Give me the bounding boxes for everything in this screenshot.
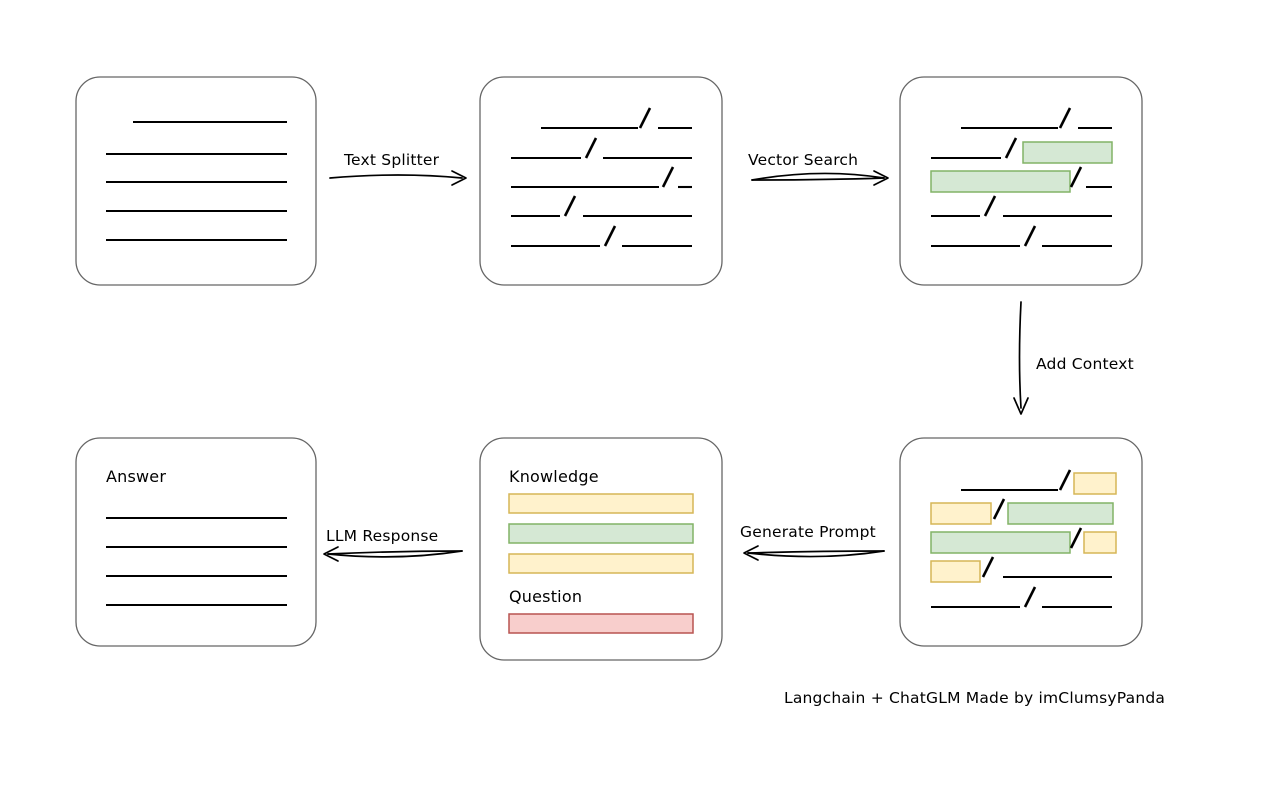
chunk-row-1-seg-2-slash (1058, 107, 1072, 129)
edge-llm-response-arrowhead-icon (323, 546, 339, 562)
edge-text-splitter-arrowhead-icon (451, 170, 467, 186)
edge-generate-prompt-stroke-2 (747, 550, 885, 554)
node-answer[interactable]: Answer (75, 437, 317, 647)
edge-vector-search-arrowhead-icon (873, 170, 889, 186)
prompt-bar-1-yellow (508, 493, 694, 514)
edge-llm-response-stroke-2 (327, 550, 463, 555)
edge-add-context: Add Context (1013, 301, 1134, 415)
answer-lines (106, 516, 287, 607)
node-split-chunks[interactable] (479, 76, 723, 286)
edge-vector-search-stroke-2 (751, 177, 885, 181)
chunk-row-1-seg-2-slash (638, 107, 652, 129)
chunk-row-3-seg-3-highlight-yellow (1083, 531, 1117, 554)
edge-llm-response: LLM Response (323, 527, 463, 562)
knowledge-label: Knowledge (509, 467, 599, 486)
chunk-row-5-seg-2-slash (1023, 225, 1037, 247)
answer-box[interactable] (75, 437, 317, 647)
edge-text-splitter-label: Text Splitter (343, 151, 440, 169)
chunk-row-4-seg-2-slash (981, 556, 995, 578)
prompt-bar-3-yellow (508, 553, 694, 574)
edge-generate-prompt-label: Generate Prompt (740, 523, 876, 541)
chunk-row-2-seg-2-slash (1004, 137, 1018, 159)
chunk-row-3-seg-2-slash (1069, 166, 1083, 188)
matched-chunks-rows (930, 107, 1113, 248)
context-chunks-rows (930, 469, 1117, 609)
edge-llm-response-label: LLM Response (326, 527, 438, 545)
edge-text-splitter-stroke-1 (329, 174, 463, 179)
edge-generate-prompt-stroke-1 (747, 550, 885, 558)
edge-add-context-stroke-1 (1018, 301, 1022, 409)
chunk-row-2-seg-3-highlight-green (1022, 141, 1113, 164)
edge-vector-search: Vector Search (748, 151, 889, 186)
chunk-row-5-seg-2-slash (603, 225, 617, 247)
edge-add-context-arrowhead-icon (1013, 397, 1029, 415)
chunk-row-5-seg-2-slash (1023, 586, 1037, 608)
chunk-row-3-seg-1-highlight-green (930, 531, 1071, 554)
split-chunks-box[interactable] (479, 76, 723, 286)
edge-vector-search-label: Vector Search (748, 151, 858, 169)
question-label: Question (509, 587, 582, 606)
edge-generate-prompt: Generate Prompt (740, 523, 885, 561)
chunk-row-4-seg-1-highlight-yellow (930, 560, 981, 583)
node-prompt[interactable]: Knowledge Question (479, 437, 723, 661)
chunk-row-2-seg-2-slash (584, 137, 598, 159)
node-source-document[interactable] (75, 76, 317, 286)
chunk-row-3-seg-2-slash (1069, 527, 1083, 549)
prompt-bar-4-red (508, 613, 694, 634)
chunk-row-1-seg-2-slash (1058, 469, 1072, 491)
prompt-bar-2-green (508, 523, 694, 544)
chunk-row-1-seg-3-highlight-yellow (1073, 472, 1117, 495)
chunk-row-2-seg-1-highlight-yellow (930, 502, 992, 525)
node-context-chunks[interactable] (899, 437, 1143, 647)
chunk-row-3-seg-2-slash (661, 166, 675, 188)
node-matched-chunks[interactable] (899, 76, 1143, 286)
prompt-bars (508, 493, 694, 634)
edge-add-context-label: Add Context (1036, 355, 1134, 373)
chunk-row-2-seg-2-slash (992, 498, 1006, 520)
chunk-row-2-seg-3-highlight-green (1007, 502, 1114, 525)
edge-text-splitter: Text Splitter (329, 151, 467, 186)
footer-credit: Langchain + ChatGLM Made by imClumsyPand… (784, 689, 1165, 707)
chunk-row-3-seg-1-highlight-green (930, 170, 1071, 193)
edge-llm-response-stroke-1 (327, 550, 463, 558)
edge-vector-search-stroke-1 (751, 172, 885, 181)
answer-label: Answer (106, 467, 166, 486)
chunk-row-4-seg-2-slash (983, 195, 997, 217)
split-chunks-rows (511, 107, 692, 248)
chunk-row-4-seg-2-slash (563, 195, 577, 217)
source-document-lines (106, 120, 287, 242)
edge-generate-prompt-arrowhead-icon (743, 545, 759, 561)
